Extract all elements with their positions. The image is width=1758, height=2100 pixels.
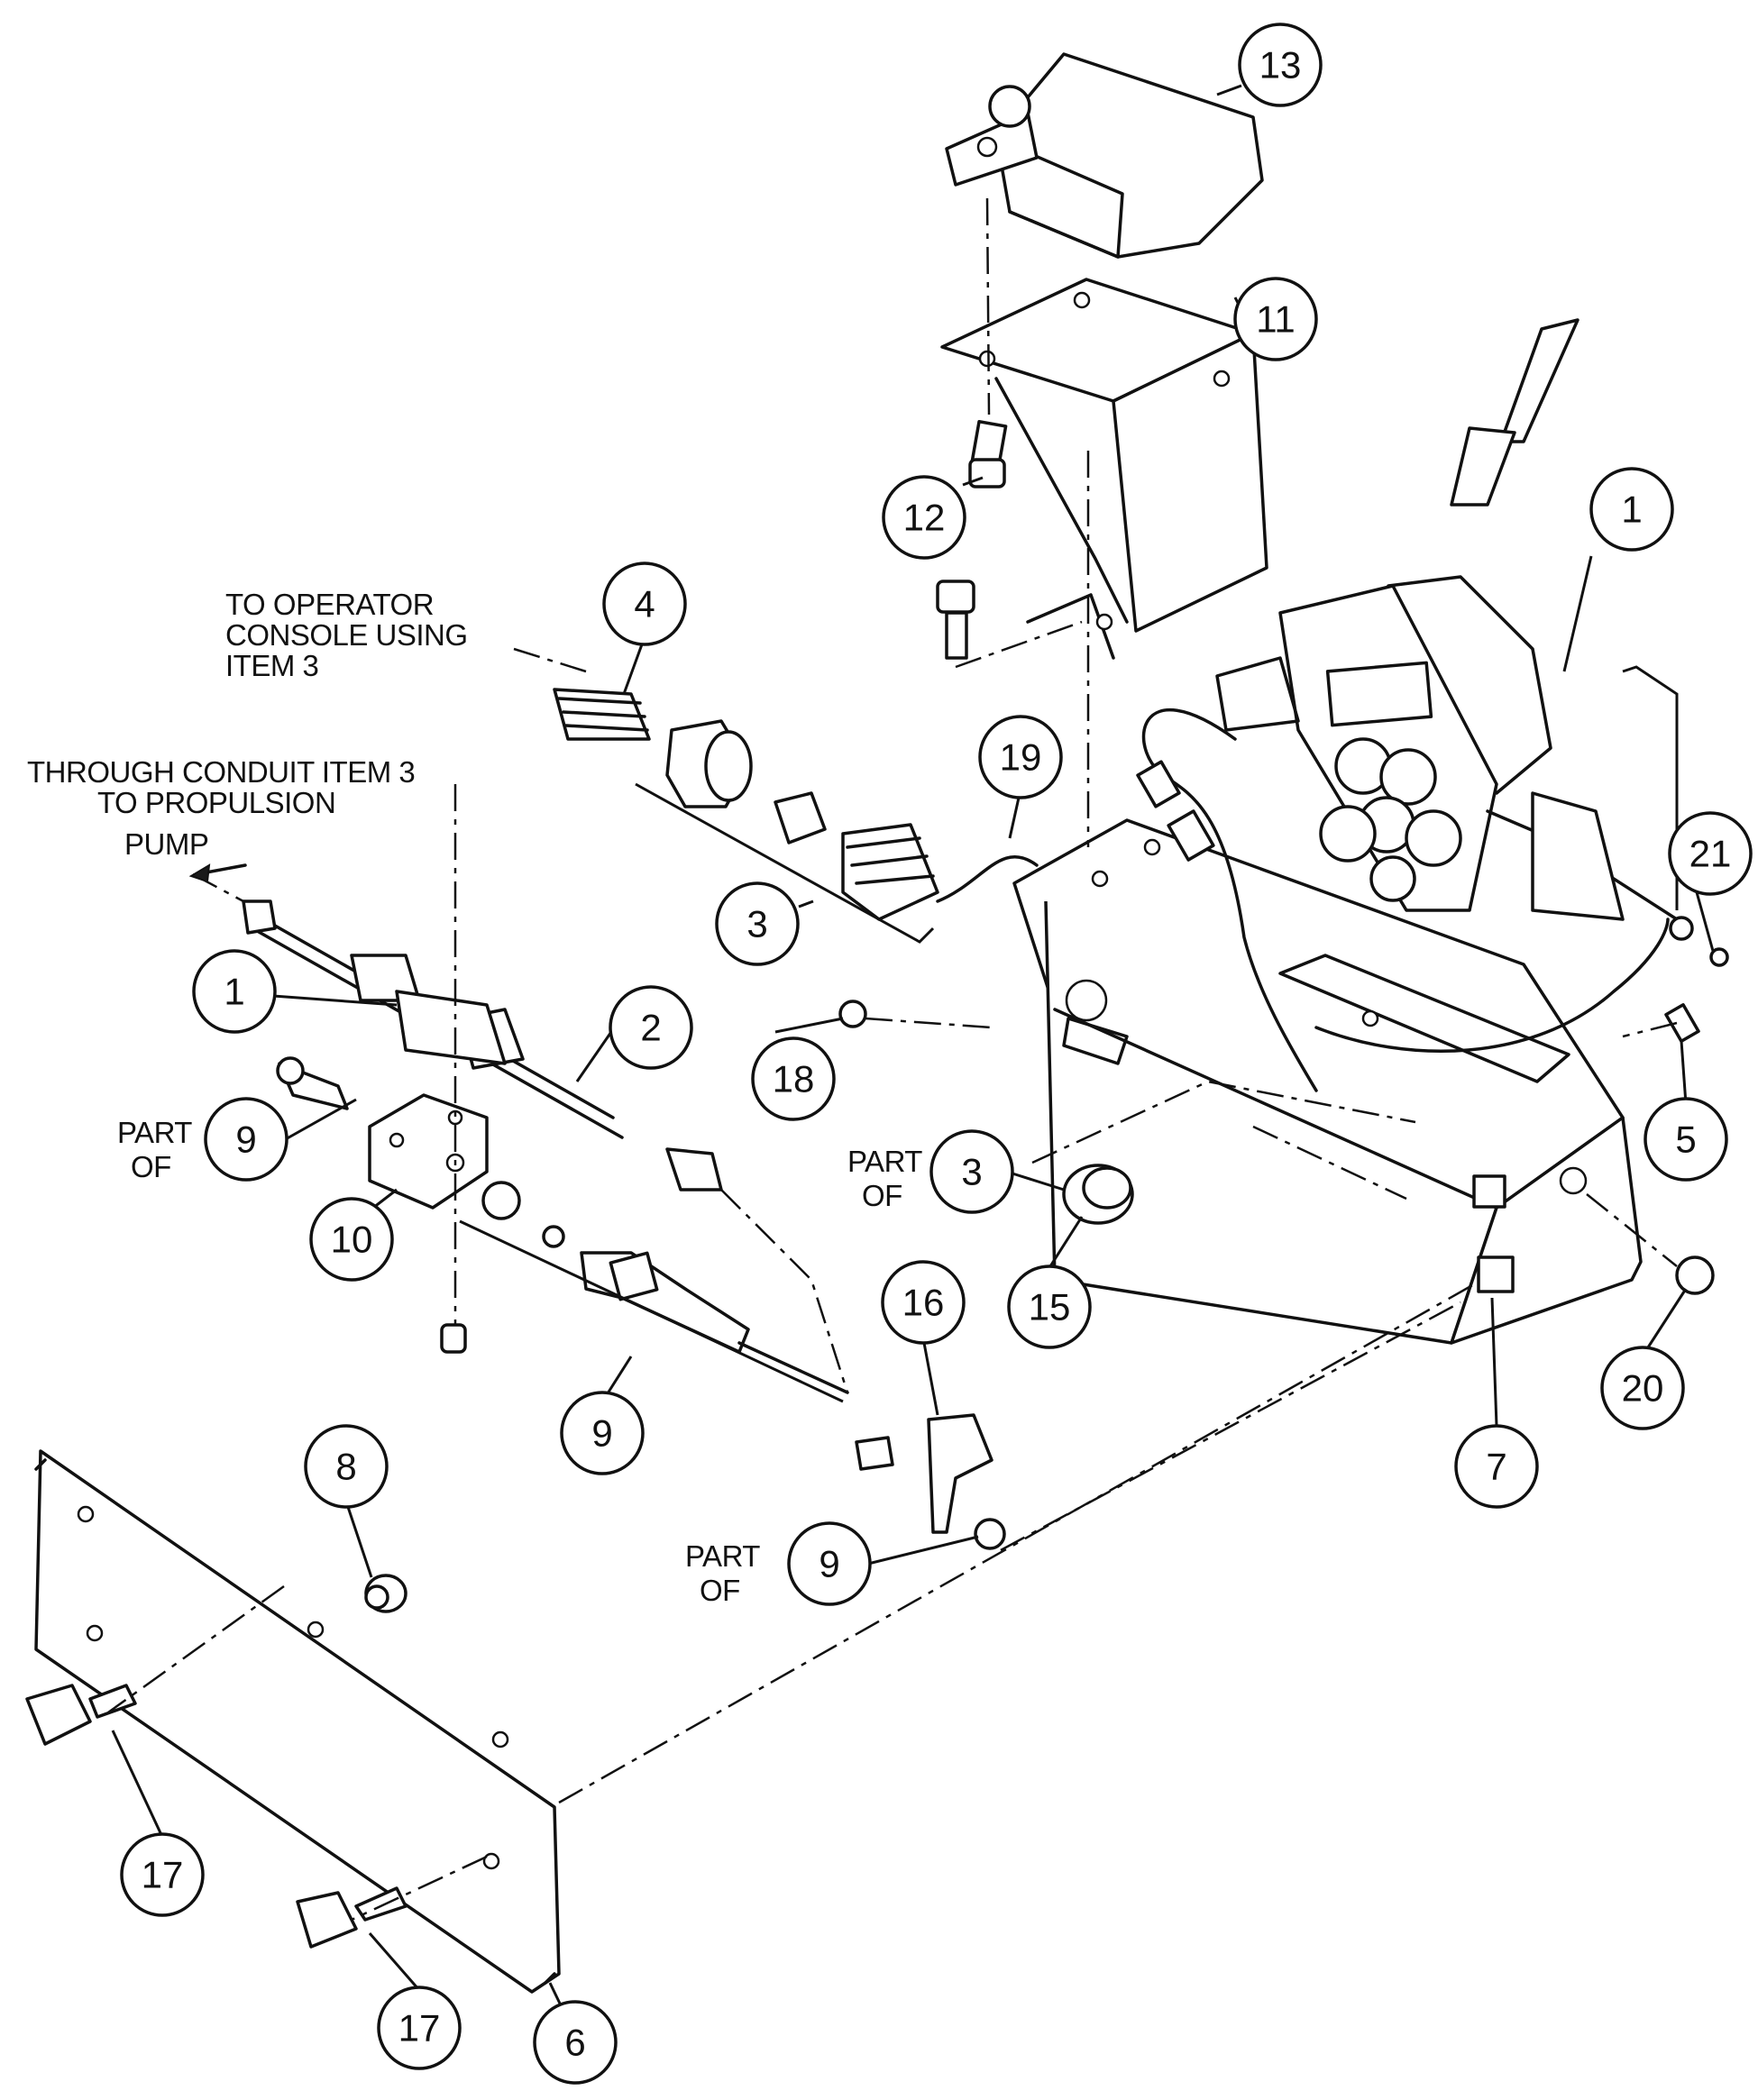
callout-19-label: 19 xyxy=(1000,736,1042,779)
callout-9-bottom: 9 xyxy=(787,1521,872,1606)
screws-part xyxy=(25,1684,407,1949)
arrow-head-icon xyxy=(188,863,211,883)
group-bracket-lines xyxy=(459,665,1679,1403)
part-of-label-left: PART OF xyxy=(117,1116,193,1183)
callout-6: 6 xyxy=(533,2000,618,2085)
cable-fittings-upper-part xyxy=(553,688,939,921)
callout-9-left: 9 xyxy=(204,1097,288,1182)
callout-11-label: 11 xyxy=(1256,298,1296,341)
callout-9-mid-label: 9 xyxy=(591,1412,612,1455)
note-propulsion-pump: THROUGH CONDUIT ITEM 3 TO PROPULSION PUM… xyxy=(27,755,416,861)
callout-4: 4 xyxy=(602,562,687,646)
callout-3-left-label: 3 xyxy=(746,903,767,945)
rod-end-part xyxy=(481,1181,1006,1550)
callout-18-label: 18 xyxy=(773,1058,815,1100)
callout-17-b: 17 xyxy=(377,1986,462,2070)
control-housing-part xyxy=(1012,818,1643,1345)
small-hardware-parts xyxy=(838,916,1729,1295)
callout-11: 11 xyxy=(1233,277,1318,361)
callout-9-mid: 9 xyxy=(560,1391,645,1475)
callout-16: 16 xyxy=(881,1260,966,1345)
callout-17-a-label: 17 xyxy=(142,1854,184,1896)
callout-18: 18 xyxy=(751,1036,836,1121)
callout-5-label: 5 xyxy=(1675,1118,1696,1161)
note-propulsion-pump-line2: TO PROPULSION xyxy=(97,786,335,819)
part-of-label-left-line1: PART xyxy=(117,1116,192,1149)
push-pull-cable-part xyxy=(242,899,723,1192)
callout-2: 2 xyxy=(609,985,693,1070)
callout-1-top: 1 xyxy=(1589,467,1674,552)
callout-9-bottom-label: 9 xyxy=(819,1543,839,1585)
part-of-label-left-line2: OF xyxy=(131,1150,171,1183)
spacer-part xyxy=(364,1574,407,1613)
callout-12: 12 xyxy=(882,475,966,560)
callout-4-label: 4 xyxy=(634,583,655,625)
cover-cap-part xyxy=(945,52,1264,259)
callout-1-left-label: 1 xyxy=(224,971,244,1013)
callout-1-left: 1 xyxy=(192,949,277,1034)
callout-6-label: 6 xyxy=(564,2022,585,2064)
part-of-label-bottom-line1: PART xyxy=(685,1539,760,1573)
lever-control-part xyxy=(1215,318,1679,921)
note-operator-console-line1: TO OPERATOR xyxy=(225,588,434,621)
note-operator-console: TO OPERATOR CONSOLE USING ITEM 3 xyxy=(225,588,468,682)
callout-20: 20 xyxy=(1600,1346,1685,1430)
callout-15-label: 15 xyxy=(1029,1286,1071,1328)
callout-8: 8 xyxy=(304,1424,389,1509)
note-operator-console-line3: ITEM 3 xyxy=(225,649,318,682)
callout-21-label: 21 xyxy=(1689,833,1732,875)
callout-16-label: 16 xyxy=(902,1282,945,1324)
jam-nut-part xyxy=(1062,1164,1134,1225)
callout-3-right-label: 3 xyxy=(961,1151,982,1193)
callout-leader-lines xyxy=(111,84,1715,2006)
callout-3-left: 3 xyxy=(715,881,800,966)
callout-3-right: 3 xyxy=(929,1129,1014,1214)
callout-5: 5 xyxy=(1644,1097,1728,1182)
note-propulsion-pump-line3: PUMP xyxy=(124,827,208,861)
callout-13: 13 xyxy=(1238,23,1323,107)
cable-bracket-part xyxy=(276,1056,489,1354)
callout-13-label: 13 xyxy=(1259,44,1302,87)
callout-9-left-label: 9 xyxy=(235,1118,256,1161)
callout-19: 19 xyxy=(978,715,1063,799)
part-of-label-mid-line2: OF xyxy=(862,1179,902,1212)
callout-17-a: 17 xyxy=(120,1832,205,1917)
callout-2-label: 2 xyxy=(640,1007,661,1049)
part-of-label-bottom-line2: OF xyxy=(700,1574,740,1607)
part-of-label-mid: PART OF xyxy=(847,1145,923,1212)
callout-1-top-label: 1 xyxy=(1621,488,1642,531)
callout-8-label: 8 xyxy=(335,1446,356,1488)
callout-10-label: 10 xyxy=(331,1219,373,1261)
callout-17-b-label: 17 xyxy=(398,2007,441,2050)
part-of-label-mid-line1: PART xyxy=(847,1145,922,1178)
callout-21: 21 xyxy=(1668,811,1753,896)
callout-20-label: 20 xyxy=(1622,1367,1664,1410)
callout-12-label: 12 xyxy=(903,497,946,539)
callout-7: 7 xyxy=(1454,1424,1539,1509)
mounting-bracket-part xyxy=(940,278,1268,660)
note-propulsion-pump-line1: THROUGH CONDUIT ITEM 3 xyxy=(27,755,415,789)
wire-harness-part xyxy=(936,708,1670,1092)
part-of-label-bottom: PART OF xyxy=(685,1539,761,1607)
callout-7-label: 7 xyxy=(1486,1446,1506,1488)
callout-15: 15 xyxy=(1007,1265,1092,1349)
callout-10: 10 xyxy=(309,1197,394,1282)
cover-plate-part xyxy=(34,1449,561,1994)
note-operator-console-line2: CONSOLE USING xyxy=(225,618,468,652)
